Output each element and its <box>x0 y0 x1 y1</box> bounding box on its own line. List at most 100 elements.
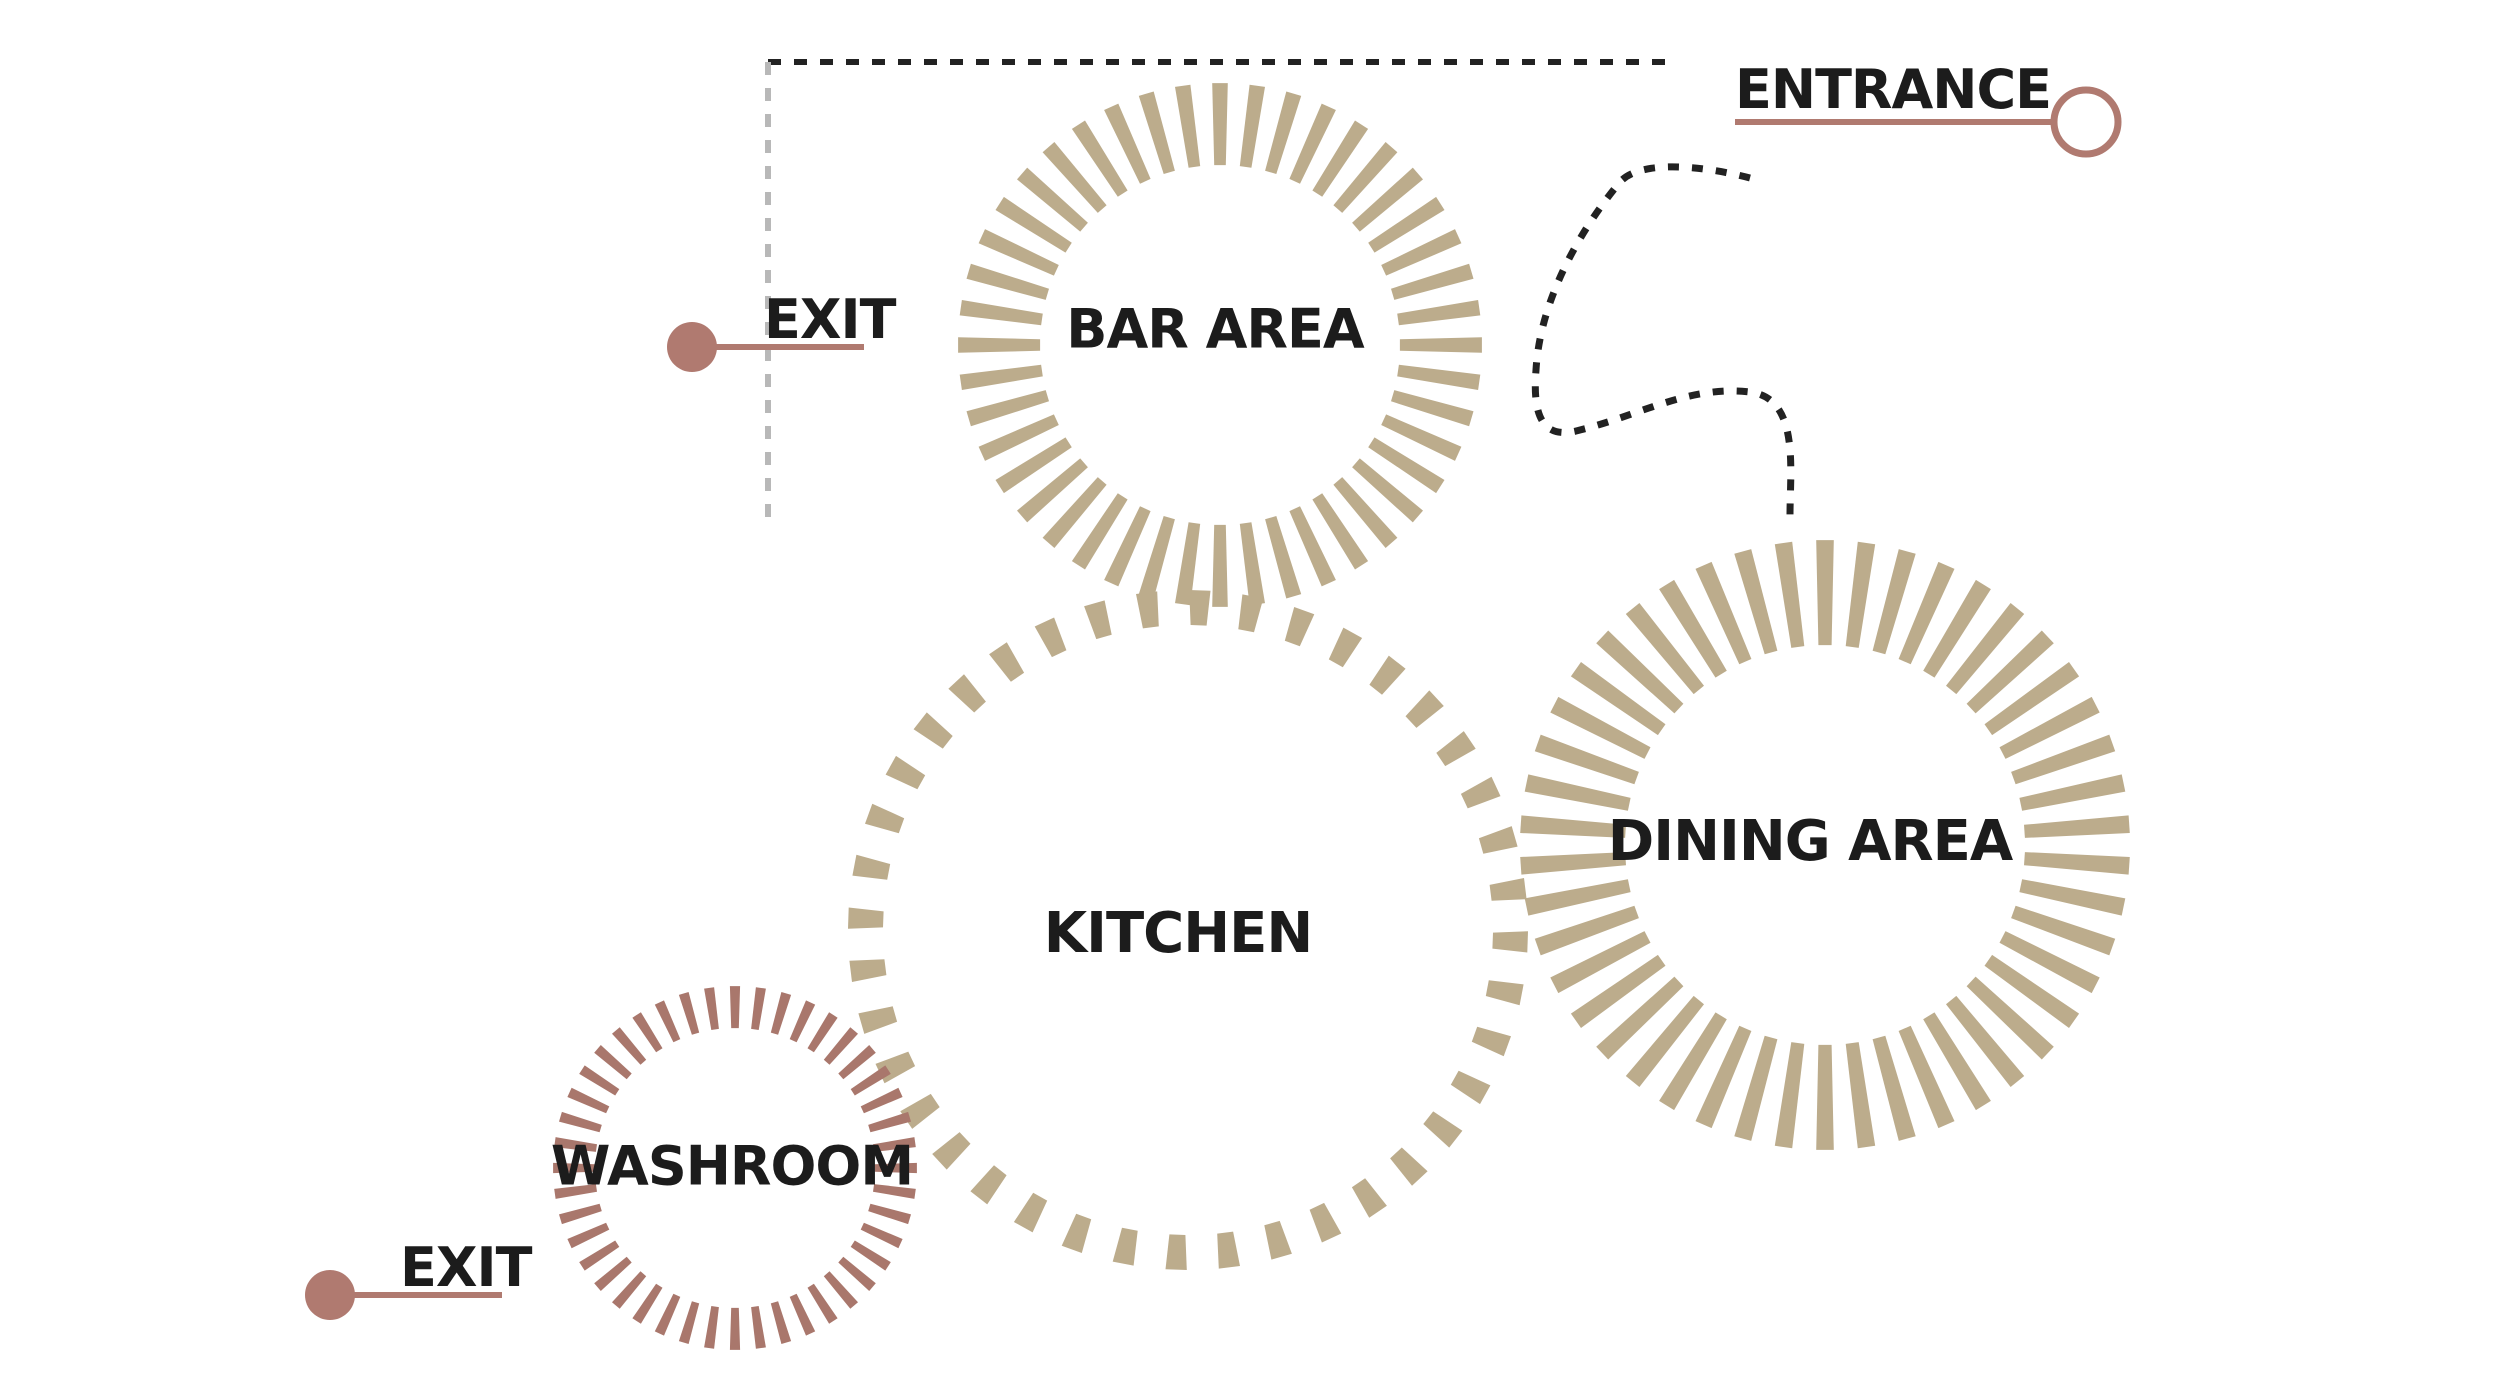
entrance-label: ENTRANCE <box>1735 58 2051 121</box>
washroom-bubble <box>553 986 917 1350</box>
ring-segment <box>2011 905 2116 956</box>
ring-segment <box>1333 142 1398 213</box>
ring-segment <box>1984 662 2080 736</box>
ring-segment <box>970 1165 1007 1205</box>
ring-segment <box>612 1271 647 1309</box>
ring-segment <box>995 196 1072 253</box>
washroom-label: WASHROOM <box>551 1135 913 1198</box>
ring-segment <box>1212 83 1228 166</box>
ring-segment <box>838 1256 876 1291</box>
ring-segment <box>823 1271 858 1309</box>
ring-segment <box>1524 879 1631 916</box>
ring-segment <box>1872 549 1916 655</box>
ring-segment <box>1659 1012 1727 1111</box>
ring-segment <box>1369 655 1406 695</box>
ring-segment <box>1175 522 1201 606</box>
ring-segment <box>1264 1220 1292 1260</box>
ring-segment <box>2019 879 2126 916</box>
ring-segment <box>873 1184 916 1199</box>
ring-segment <box>1013 1192 1048 1233</box>
ring-segment <box>612 1027 647 1065</box>
ring-segment <box>932 1132 971 1170</box>
ring-segment <box>1984 954 2080 1028</box>
ring-segment <box>1872 1035 1916 1141</box>
ring-segment <box>1625 995 1704 1087</box>
ring-segment <box>1485 980 1524 1006</box>
ring-segment <box>579 1240 620 1271</box>
ring-segment <box>1042 477 1107 548</box>
ring-segment <box>807 1012 838 1053</box>
ring-segment <box>874 1162 917 1174</box>
ring-segment <box>885 755 926 790</box>
ring-segment <box>2019 774 2126 811</box>
ring-segment <box>1239 522 1265 606</box>
ring-segment <box>554 1184 597 1199</box>
exit-label-bottom: EXIT <box>400 1236 533 1299</box>
ring-segment <box>989 642 1025 682</box>
ring-segment <box>1217 1231 1240 1269</box>
ring-segment <box>770 992 792 1035</box>
ring-segment <box>1239 84 1265 168</box>
ring-segment <box>865 803 905 834</box>
entrance-marker: ENTRANCE <box>1735 58 2122 158</box>
ring-segment <box>1265 516 1302 599</box>
ring-segment <box>1368 437 1445 494</box>
ring-segment <box>858 1006 898 1034</box>
ring-segment <box>959 364 1043 390</box>
ring-segment <box>1112 1227 1138 1266</box>
ring-segment <box>1071 120 1128 197</box>
ring-segment <box>995 437 1072 494</box>
ring-segment <box>1104 506 1151 587</box>
exit-marker-bottom: EXIT <box>305 1236 534 1320</box>
entrance-node-icon <box>2050 86 2122 158</box>
ring-segment <box>823 1027 858 1065</box>
ring-segment <box>860 1222 903 1249</box>
exit-node-icon <box>305 1270 355 1320</box>
ring-segment <box>850 1240 891 1271</box>
ring-segment <box>1816 540 1834 646</box>
exit-node-icon <box>667 322 717 372</box>
ring-segment <box>567 1087 610 1114</box>
ring-segment <box>1695 561 1752 665</box>
ring-segment <box>1520 815 1626 838</box>
ring-segment <box>1524 774 1631 811</box>
ring-segment <box>1596 630 1684 714</box>
ring-segment <box>1368 196 1445 253</box>
ring-segment <box>1534 905 1639 956</box>
ring-segment <box>751 1306 766 1349</box>
ring-segment <box>1071 493 1128 570</box>
ring-segment <box>1381 229 1462 276</box>
ring-segment <box>959 300 1043 326</box>
ring-segment <box>1312 493 1369 570</box>
ring-segment <box>1405 690 1444 728</box>
ring-segment <box>1138 516 1175 599</box>
ring-segment <box>1391 263 1474 300</box>
ring-segment <box>978 229 1059 276</box>
ring-segment <box>1999 696 2100 759</box>
entrance-circulation-path <box>1531 163 1795 516</box>
ring-segment <box>948 674 986 713</box>
ring-segment <box>1284 607 1315 647</box>
ring-segment <box>868 1203 911 1225</box>
ring-segment <box>553 1162 596 1174</box>
ring-segment <box>1289 103 1336 184</box>
ring-segment <box>729 986 741 1029</box>
ring-segment <box>1898 1025 1955 1129</box>
ring-segment <box>1289 506 1336 587</box>
ring-segment <box>1312 120 1369 197</box>
ring-segment <box>1923 579 1991 678</box>
ring-segment <box>704 1306 719 1349</box>
ring-segment <box>1397 300 1481 326</box>
ring-segment <box>1966 630 2054 714</box>
ring-segment <box>1550 696 1651 759</box>
ring-segment <box>704 987 719 1030</box>
kitchen-bubble <box>848 590 1528 1270</box>
ring-segment <box>1734 1035 1778 1141</box>
ring-segment <box>594 1045 632 1080</box>
ring-segment <box>1489 878 1527 901</box>
ring-segment <box>1923 1012 1991 1111</box>
ring-segment <box>1450 1070 1491 1105</box>
ring-segment <box>1534 734 1639 785</box>
ring-segment <box>1845 1042 1876 1149</box>
ring-segment <box>1570 662 1666 736</box>
